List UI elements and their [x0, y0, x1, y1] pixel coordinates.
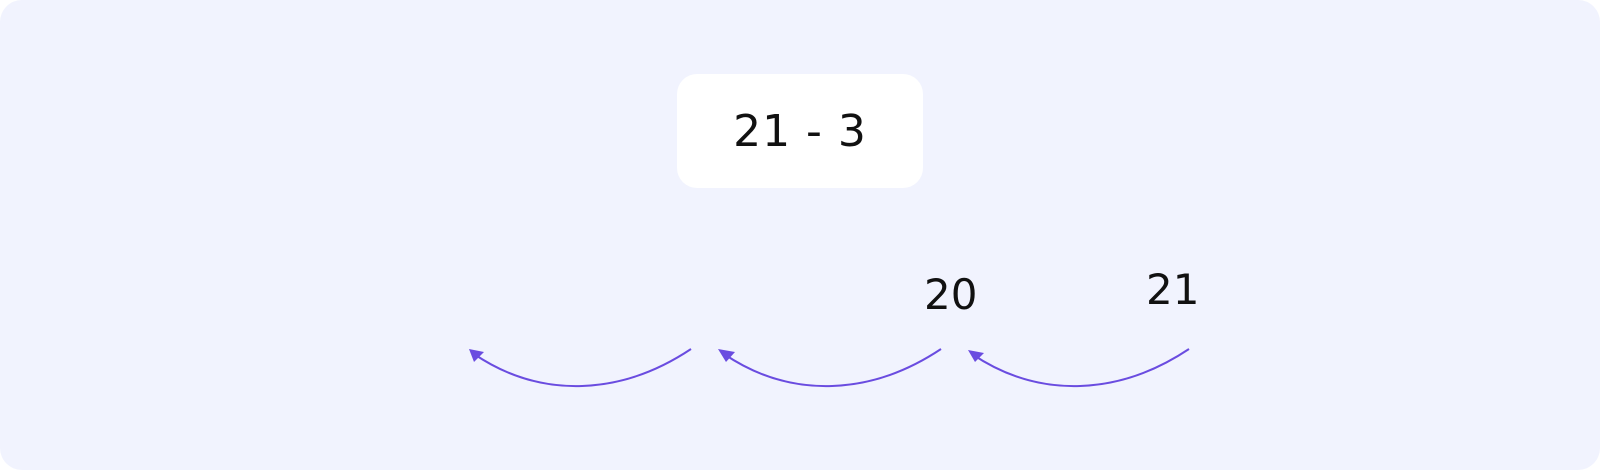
expression-text: 21 - 3	[733, 105, 867, 157]
jump-arrow-3-head	[469, 349, 484, 362]
number-label-20: 20	[924, 270, 978, 319]
jump-arrow-1-head	[968, 350, 984, 362]
jump-arrow-2-head	[718, 349, 735, 362]
jump-arrow-3	[473, 348, 692, 387]
number-label-21: 21	[1146, 265, 1200, 314]
jump-arrow-1	[971, 348, 1190, 387]
expression-card: 21 - 3	[677, 74, 923, 188]
jump-arrow-2	[723, 348, 942, 387]
